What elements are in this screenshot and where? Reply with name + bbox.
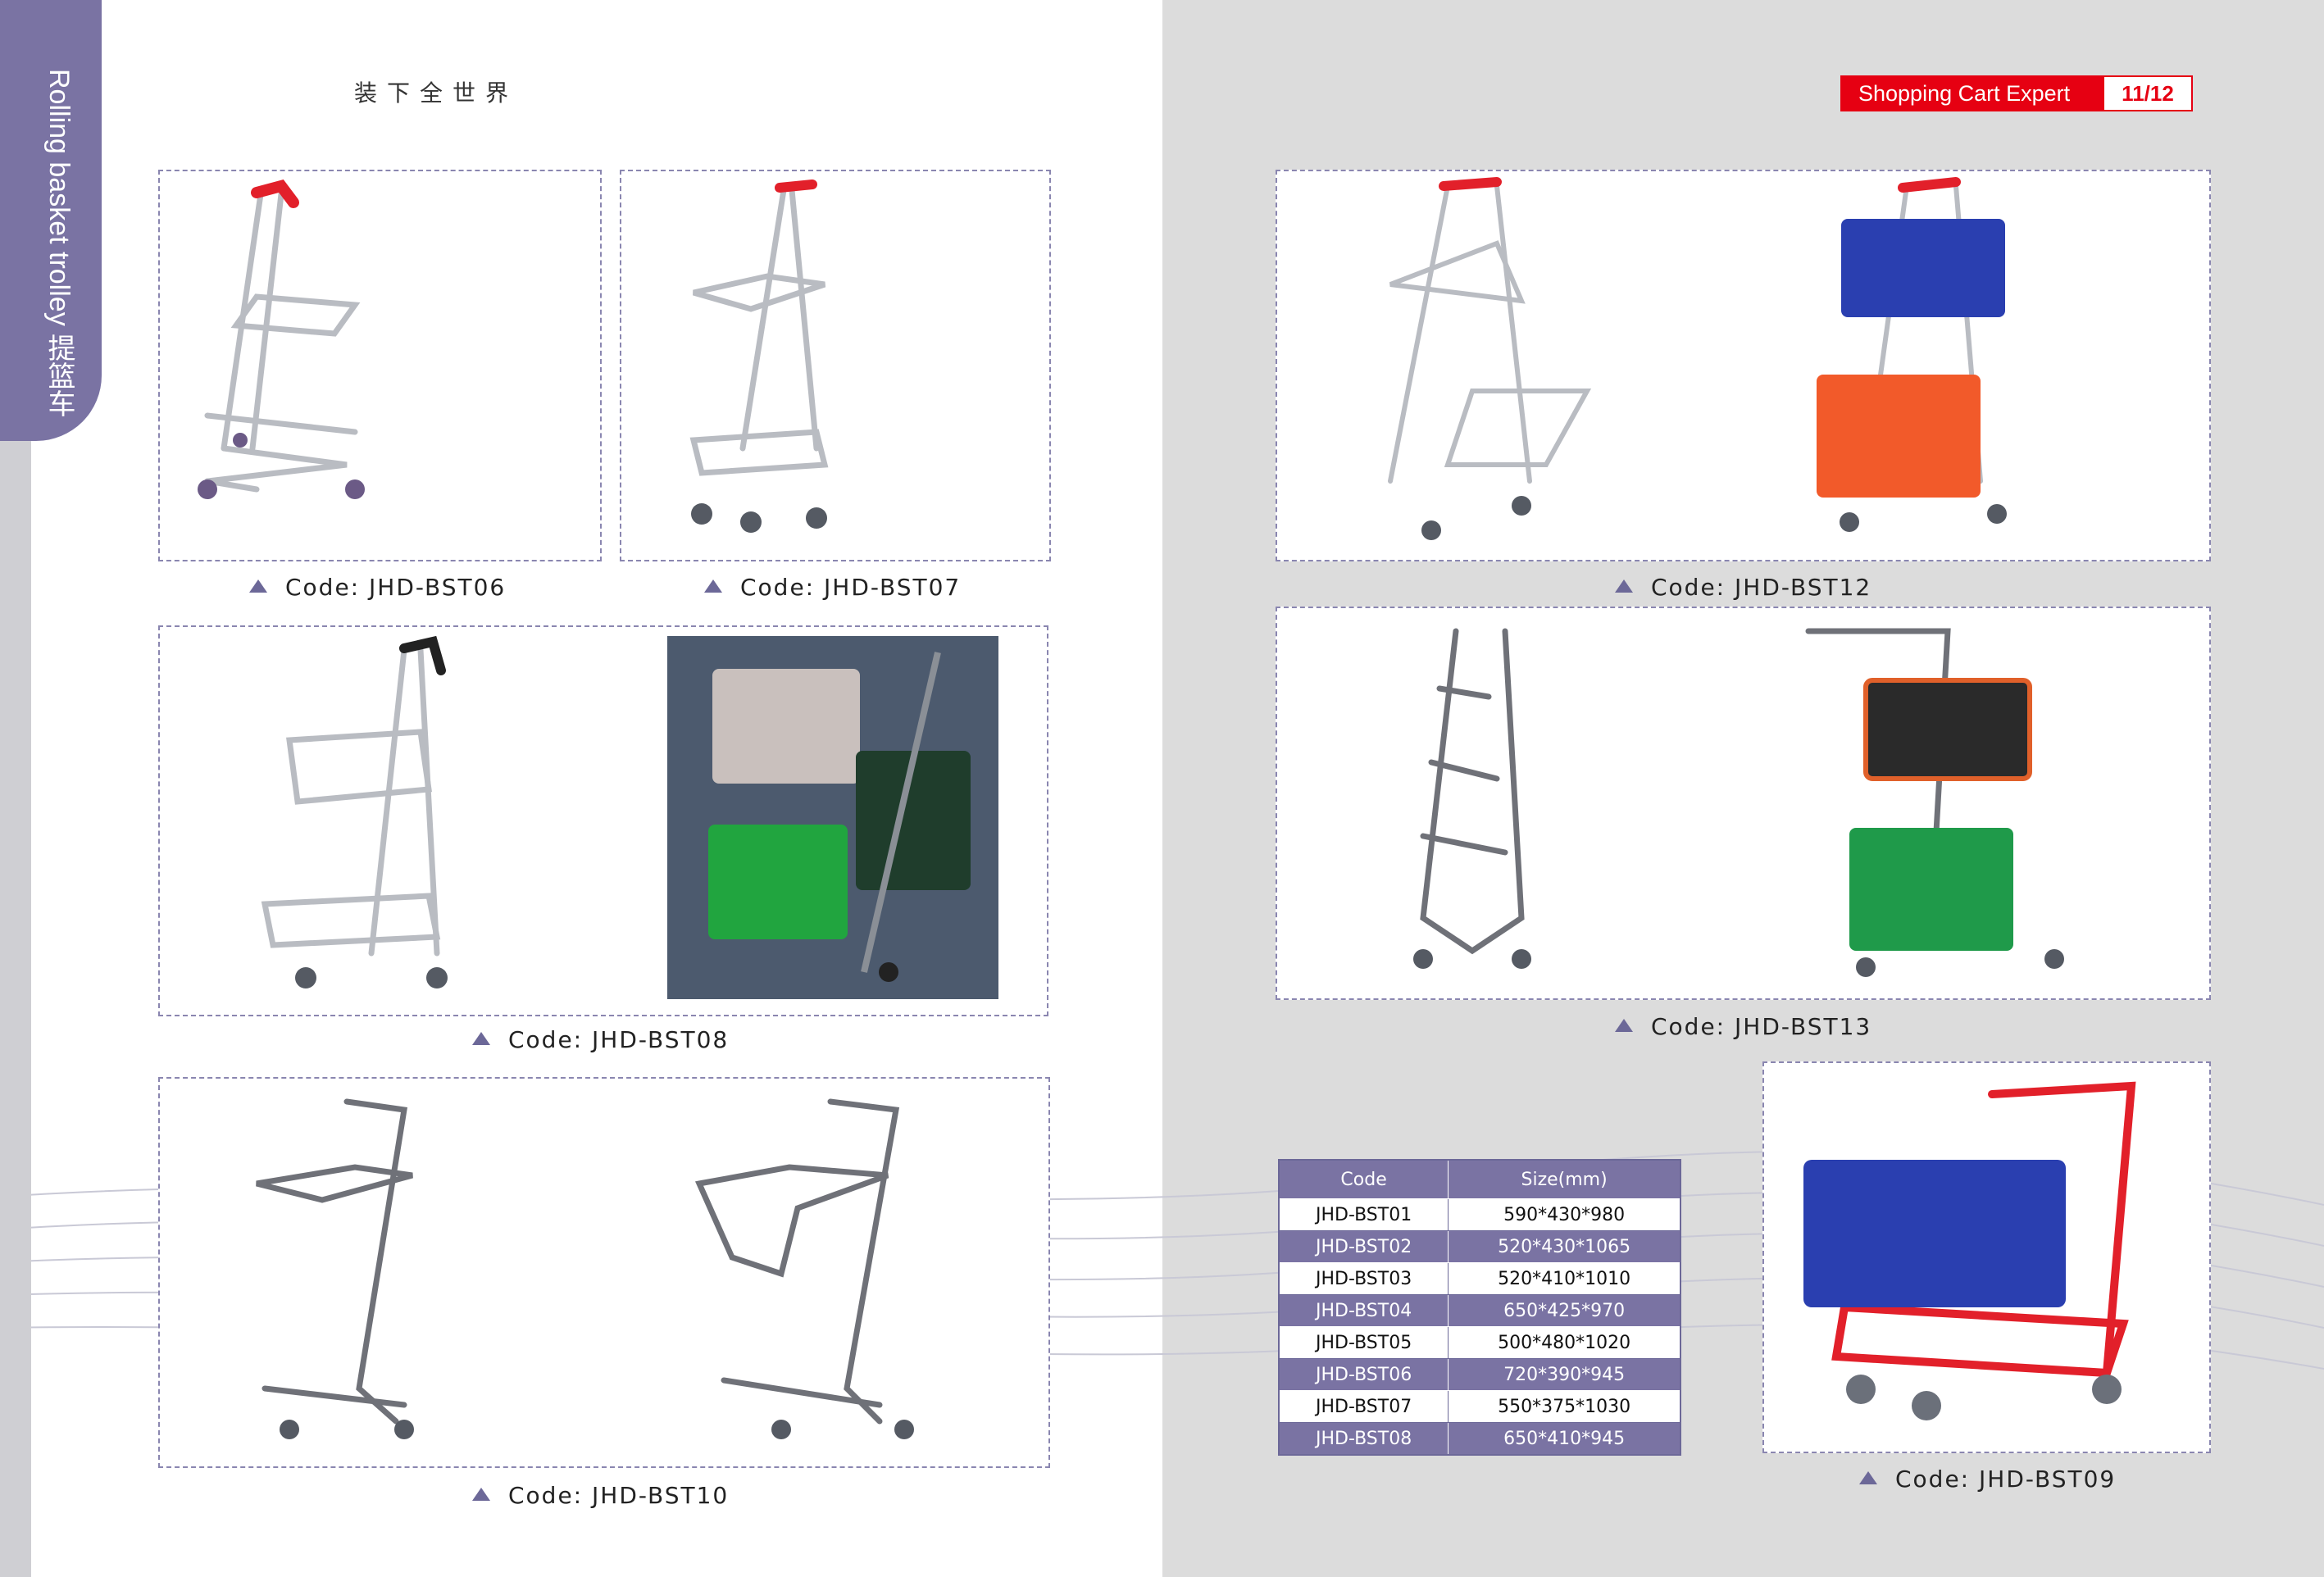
caption-text: Code: JHD-BST09: [1895, 1466, 2117, 1493]
table-cell: JHD-BST03: [1278, 1262, 1449, 1295]
caption-bst13: Code: JHD-BST13: [1615, 1013, 1871, 1040]
caption-bst12: Code: JHD-BST12: [1615, 574, 1871, 601]
caption-text: Code: JHD-BST12: [1651, 574, 1872, 601]
caption-text: Code: JHD-BST13: [1651, 1013, 1872, 1040]
caption-text: Code: JHD-BST06: [285, 574, 507, 601]
caption-text: Code: JHD-BST10: [508, 1482, 730, 1509]
section-tab: Rolling basket trolley 提篮车: [0, 0, 102, 441]
triangle-bullet-icon: [1859, 1471, 1877, 1484]
table-cell: JHD-BST08: [1278, 1422, 1449, 1456]
trolley-bst08-image: [261, 635, 448, 988]
column-header: Code: [1278, 1159, 1449, 1199]
caption-bst06: Code: JHD-BST06: [249, 574, 506, 601]
header-badge: Shopping Cart Expert 11/12: [1840, 75, 2193, 111]
triangle-bullet-icon: [249, 579, 267, 593]
trolley-bst09-image: [1803, 1081, 2136, 1420]
trolley-bst13-image: [1413, 628, 2064, 977]
table-cell: JHD-BST04: [1278, 1294, 1449, 1327]
trolley-bst10-image: [256, 1098, 914, 1439]
table-cell: JHD-BST07: [1278, 1390, 1449, 1423]
table-cell: 650*425*970: [1448, 1294, 1681, 1327]
table-cell: JHD-BST06: [1278, 1358, 1449, 1391]
table-cell: 720*390*945: [1448, 1358, 1681, 1391]
product-frame-bst06: [158, 170, 602, 561]
trolley-bst08-photo: [667, 636, 998, 999]
caption-text: Code: JHD-BST08: [508, 1026, 730, 1053]
slogan: 装下全世界: [354, 80, 519, 107]
triangle-bullet-icon: [1615, 1019, 1633, 1032]
caption-bst09: Code: JHD-BST09: [1859, 1466, 2116, 1493]
caption-bst10: Code: JHD-BST10: [472, 1482, 729, 1509]
trolley-bst12-image: [1388, 177, 2007, 540]
table-cell: JHD-BST05: [1278, 1326, 1449, 1359]
table-cell: 550*375*1030: [1448, 1390, 1681, 1423]
triangle-bullet-icon: [704, 579, 722, 593]
triangle-bullet-icon: [472, 1488, 490, 1501]
badge-title: Shopping Cart Expert: [1840, 75, 2103, 111]
table-cell: JHD-BST02: [1278, 1230, 1449, 1263]
table-cell: 650*410*945: [1448, 1422, 1681, 1456]
table-cell: 590*430*980: [1448, 1198, 1681, 1231]
product-frame-bst13: [1276, 607, 2211, 1000]
section-tab-label: Rolling basket trolley 提篮车: [43, 69, 75, 418]
trolley-bst06-image: [198, 180, 365, 499]
product-frame-bst12: [1276, 170, 2211, 561]
table-header-row: Code Size(mm): [1278, 1159, 1681, 1199]
caption-bst08: Code: JHD-BST08: [472, 1026, 729, 1053]
page-number: 11/12: [2103, 75, 2193, 111]
product-frame-bst07: [620, 170, 1051, 561]
table-cell: 520*410*1010: [1448, 1262, 1681, 1295]
table-cell: JHD-BST01: [1278, 1198, 1449, 1231]
column-header: Size(mm): [1448, 1159, 1681, 1199]
triangle-bullet-icon: [1615, 579, 1633, 593]
table-cell: 520*430*1065: [1448, 1230, 1681, 1263]
table-cell: 500*480*1020: [1448, 1326, 1681, 1359]
caption-bst07: Code: JHD-BST07: [704, 574, 961, 601]
product-frame-bst10: [158, 1077, 1050, 1468]
triangle-bullet-icon: [472, 1032, 490, 1045]
basket-photo-illustration: [708, 652, 971, 982]
caption-text: Code: JHD-BST07: [740, 574, 962, 601]
trolley-bst07-image: [689, 180, 829, 533]
